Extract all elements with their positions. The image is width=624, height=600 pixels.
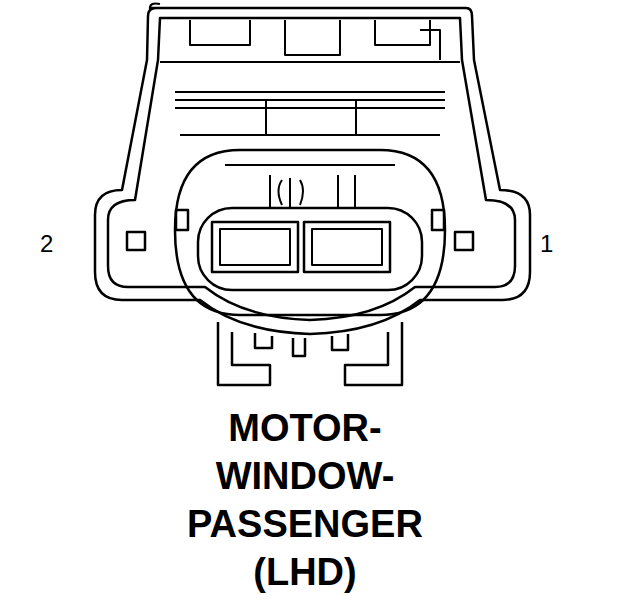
housing-outline (95, 8, 530, 334)
terminal-cavity (198, 208, 422, 290)
pin-number: 1 (540, 232, 553, 256)
shroud (175, 150, 445, 315)
pin-number: 2 (40, 232, 53, 256)
housing-inner-outline (108, 18, 515, 320)
caption: MOTOR- WINDOW- PASSENGER (LHD) (155, 404, 455, 596)
lock-tab (432, 210, 444, 230)
latch-detail (150, 4, 460, 136)
lock-tab (176, 210, 188, 230)
lock-window (127, 232, 145, 250)
bottom-tabs (218, 322, 402, 385)
terminal (212, 222, 298, 272)
lock-window (455, 232, 473, 250)
key-detail (225, 165, 395, 208)
terminal (312, 229, 382, 265)
terminal (220, 229, 290, 265)
terminal (304, 222, 390, 272)
